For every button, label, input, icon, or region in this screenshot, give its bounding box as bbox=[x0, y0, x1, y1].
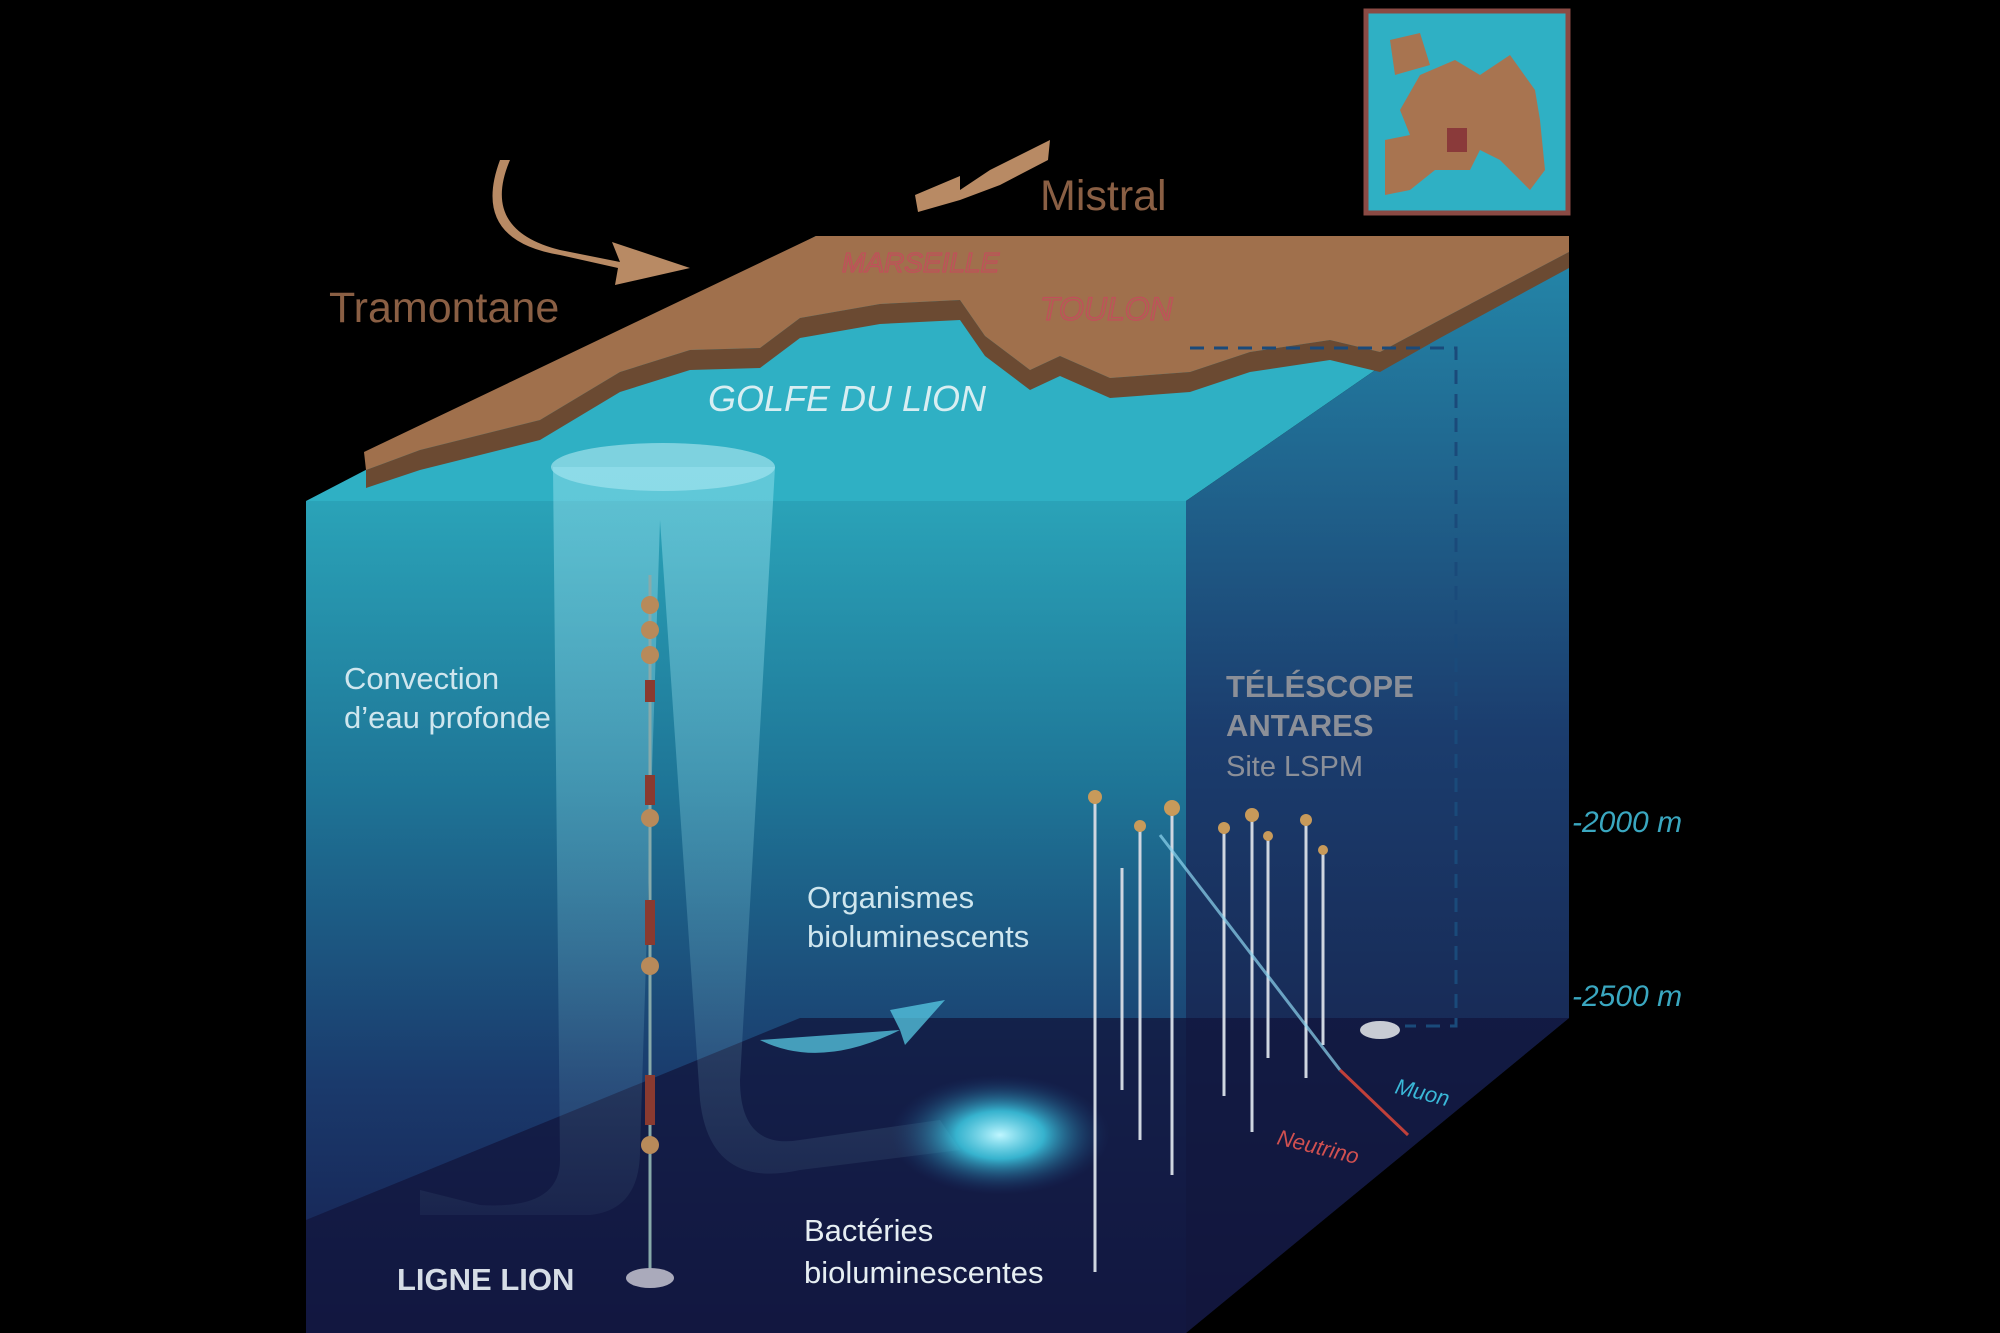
mistral-label: Mistral bbox=[1040, 172, 1167, 220]
bacteries-label-1: Bactéries bbox=[804, 1213, 933, 1248]
telescope-label-3: Site LSPM bbox=[1226, 751, 1363, 783]
golfe-du-lion-label: GOLFE DU LION bbox=[708, 378, 987, 419]
ligne-lion-anchor bbox=[626, 1268, 674, 1288]
telescope-label-2: ANTARES bbox=[1226, 708, 1374, 743]
cable-dashed bbox=[1190, 346, 1458, 1028]
muon-track bbox=[1158, 834, 1342, 1071]
mistral-arrow-icon bbox=[915, 140, 1050, 212]
depth-2000-label: -2000 m bbox=[1572, 806, 1682, 839]
organismes-label-1: Organismes bbox=[807, 880, 974, 915]
bacteries-label-2: bioluminescentes bbox=[804, 1255, 1044, 1290]
antares-buoys bbox=[1088, 790, 1328, 855]
convection-label-1: Convection bbox=[344, 661, 499, 696]
tramontane-arrow-icon bbox=[492, 160, 690, 285]
antares-detector-lines bbox=[1093, 797, 1325, 1272]
ligne-lion-buoys bbox=[641, 596, 659, 1154]
bacteria-glow bbox=[890, 1075, 1110, 1195]
ligne-lion-label: LIGNE LION bbox=[397, 1262, 574, 1297]
organismes-label-2: bioluminescents bbox=[807, 919, 1029, 954]
convection-column bbox=[420, 467, 960, 1215]
ligne-lion-instruments bbox=[645, 680, 655, 1125]
convection-label-2: d’eau profonde bbox=[344, 700, 551, 735]
neutrino-track bbox=[1338, 1068, 1410, 1137]
tramontane-label: Tramontane bbox=[329, 284, 559, 332]
upwelling-arrow bbox=[760, 1000, 945, 1053]
marseille-label: MARSEILLE bbox=[842, 247, 999, 278]
depth-2500-label: -2500 m bbox=[1572, 980, 1682, 1013]
telescope-label-1: TÉLÉSCOPE bbox=[1226, 669, 1414, 704]
toulon-label: TOULON bbox=[1040, 291, 1174, 327]
coastline-land bbox=[364, 236, 1569, 470]
inset-map bbox=[1363, 8, 1571, 216]
junction-box bbox=[1360, 1021, 1400, 1039]
